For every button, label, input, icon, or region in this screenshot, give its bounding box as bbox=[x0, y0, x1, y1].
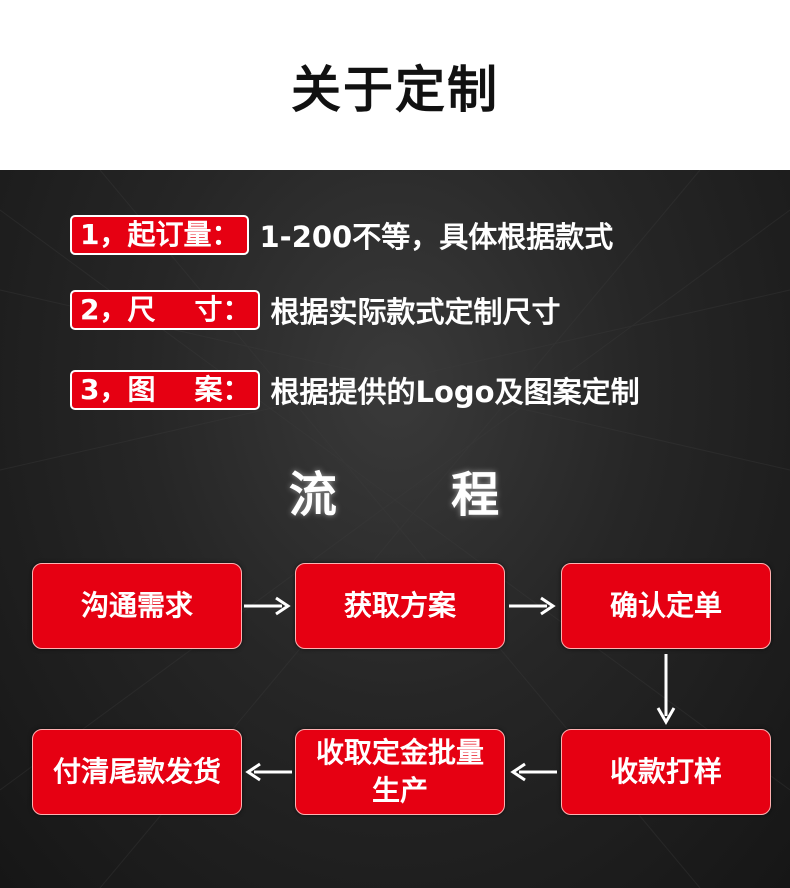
step-final-payment-ship: 付清尾款发货 bbox=[32, 729, 242, 815]
step-label: 收款打样 bbox=[609, 755, 722, 788]
process-title: 流 程 bbox=[288, 467, 502, 523]
info-row-pattern: 3，图 案： 根据提供的Logo及图案定制 bbox=[70, 370, 640, 410]
page-title: 关于定制 bbox=[291, 61, 499, 119]
info-tag: 2，尺 寸： bbox=[70, 290, 261, 330]
info-row-min-order: 1，起订量： 1-200不等，具体根据款式 bbox=[70, 215, 613, 255]
arrow-left-icon bbox=[510, 762, 557, 782]
step-payment-sample: 收款打样 bbox=[561, 729, 771, 815]
info-tag: 1，起订量： bbox=[70, 215, 250, 255]
info-row-size: 2，尺 寸： 根据实际款式定制尺寸 bbox=[70, 290, 561, 330]
step-label: 收取定金批量生产 bbox=[315, 736, 484, 807]
info-text: 根据提供的Logo及图案定制 bbox=[270, 375, 640, 409]
arrow-down-icon bbox=[656, 654, 676, 726]
info-text: 1-200不等，具体根据款式 bbox=[259, 220, 614, 254]
step-label: 沟通需求 bbox=[80, 589, 193, 622]
arrow-right-icon bbox=[509, 596, 556, 616]
step-communicate-needs: 沟通需求 bbox=[32, 563, 242, 649]
info-tag: 3，图 案： bbox=[70, 370, 261, 410]
step-label: 确认定单 bbox=[609, 589, 722, 622]
arrow-left-icon bbox=[245, 762, 292, 782]
info-text: 根据实际款式定制尺寸 bbox=[270, 295, 561, 329]
step-deposit-mass-production: 收取定金批量生产 bbox=[295, 729, 505, 815]
step-get-plan: 获取方案 bbox=[295, 563, 505, 649]
step-label: 获取方案 bbox=[343, 589, 456, 622]
header: 关于定制 bbox=[0, 0, 790, 170]
step-label: 付清尾款发货 bbox=[52, 755, 221, 788]
arrow-right-icon bbox=[244, 596, 291, 616]
step-confirm-order: 确认定单 bbox=[561, 563, 771, 649]
